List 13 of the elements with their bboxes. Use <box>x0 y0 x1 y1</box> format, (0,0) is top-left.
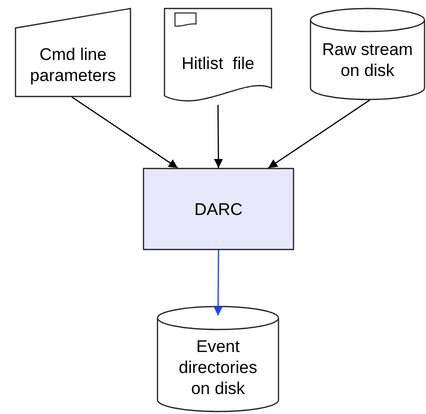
manual-input-shape <box>15 8 131 97</box>
node-label: Raw stream on disk <box>321 39 414 81</box>
node-label: DARC <box>193 198 244 220</box>
cylinder-shape <box>157 306 279 412</box>
process-box <box>143 168 294 250</box>
node-label: Hitlist file <box>180 52 256 74</box>
arrow <box>268 100 370 168</box>
cylinder-shape <box>310 8 425 100</box>
node-label: Event directories on disk <box>178 336 258 398</box>
arrow <box>214 250 223 316</box>
arrow <box>72 96 178 168</box>
node-label: Cmd line parameters <box>29 44 117 86</box>
arrow <box>214 104 223 168</box>
